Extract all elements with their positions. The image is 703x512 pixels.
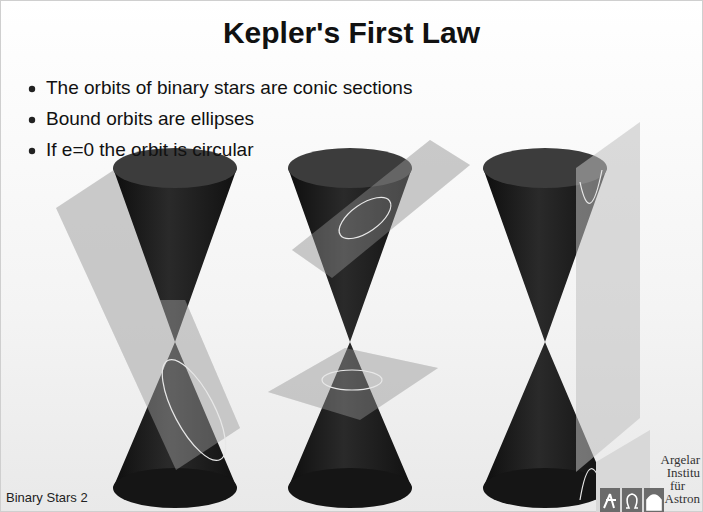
logo-text: Argelar: [661, 454, 700, 466]
institute-logo: [596, 430, 664, 512]
logo-text: für: [670, 480, 685, 492]
bullet-text: Bound orbits are ellipses: [46, 108, 254, 130]
slide-title: Kepler's First Law: [0, 16, 703, 50]
logo-text: Institu: [667, 467, 700, 479]
footer-text: Binary Stars 2: [6, 490, 88, 505]
circle-cone: [268, 140, 470, 508]
ellipse-cone: [56, 148, 240, 508]
logo-text: Astron: [665, 493, 700, 505]
bullet-text: The orbits of binary stars are conic sec…: [46, 77, 412, 99]
bullet-text: If e=0 the orbit is circular: [46, 139, 254, 161]
bullet-dots: [29, 86, 35, 154]
